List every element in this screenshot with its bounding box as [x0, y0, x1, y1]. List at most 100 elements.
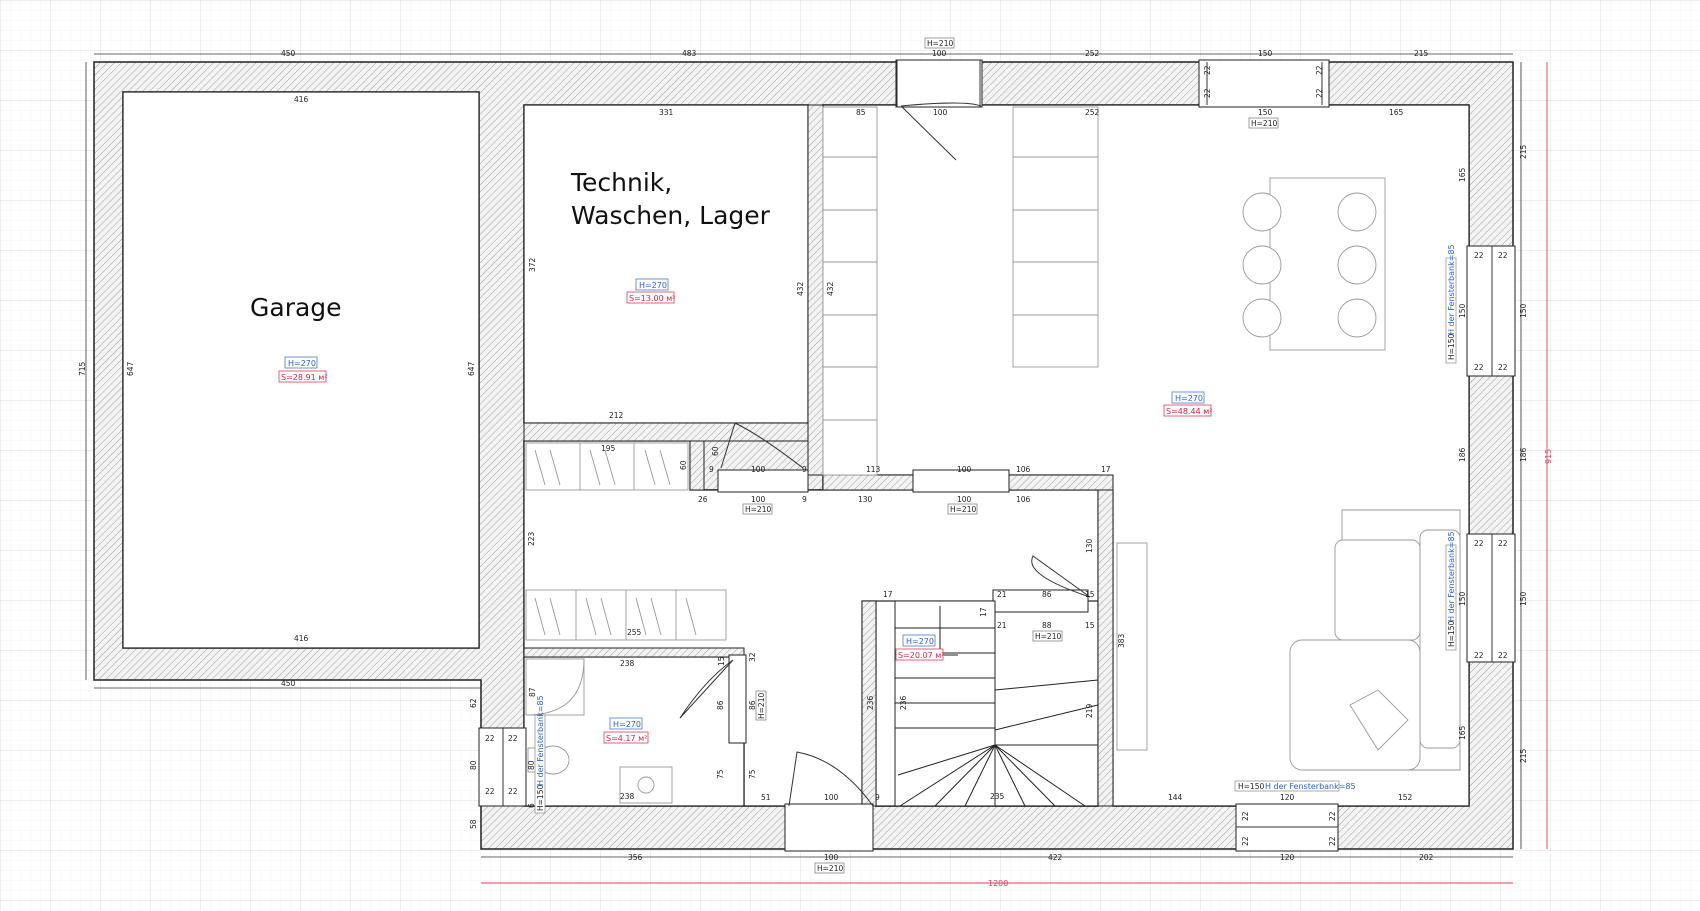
- tag-door-bath: H=210: [757, 693, 766, 719]
- dim-label: 165: [1389, 108, 1404, 117]
- wall-segment: [689, 440, 705, 491]
- dim-label: 22: [1474, 251, 1484, 260]
- sill-right-upper-height: H=150: [1447, 334, 1456, 360]
- dim-label: 130: [858, 495, 873, 504]
- dim-label: 15: [717, 656, 726, 666]
- tag-door-technik: H=210: [745, 505, 771, 514]
- dim-label: 100: [957, 495, 972, 504]
- dim-label: 60: [679, 460, 688, 470]
- dim-label: 32: [748, 652, 757, 662]
- dim-label: 75: [716, 769, 725, 779]
- dim-label: 144: [1168, 793, 1183, 802]
- total-width-label: 1200: [988, 879, 1008, 888]
- dim-label: 15: [1085, 621, 1095, 630]
- dim-label: 372: [528, 257, 537, 272]
- dim-label: 86: [1042, 590, 1052, 599]
- dim-label: 186: [1519, 447, 1528, 462]
- dim-label: 223: [527, 531, 536, 546]
- sill-right-upper-label: H der Fensterbank=85: [1447, 244, 1456, 335]
- sill-right-lower-height: H=150: [1447, 621, 1456, 647]
- dim-label: 9: [709, 465, 714, 474]
- dim-label: 238: [620, 659, 635, 668]
- dim-label: 88: [1042, 621, 1052, 630]
- openings: [478, 59, 1516, 852]
- sill-bath-height: H=150: [536, 785, 545, 811]
- dim-label: 252: [1085, 49, 1100, 58]
- dim-label: 106: [1016, 495, 1031, 504]
- tag-window-top: H=210: [1251, 119, 1277, 128]
- room-name-garage: Garage: [250, 293, 342, 322]
- dim-label: 100: [932, 49, 947, 58]
- dim-label: 22: [1203, 65, 1212, 75]
- dim-label: 432: [826, 281, 835, 296]
- dim-label: 22: [1328, 811, 1337, 821]
- dim-label: 86: [748, 700, 757, 710]
- dim-label: 219: [1085, 703, 1094, 718]
- dim-label: 22: [1498, 363, 1508, 372]
- dimension-lines: [85, 53, 1522, 858]
- wall-segment: [523, 422, 809, 442]
- technik-area: S=13.00 м²: [629, 294, 675, 303]
- dim-label: 165: [1458, 725, 1467, 740]
- garage-area: S=28.91 м²: [281, 373, 327, 382]
- dimension-labels: 450 483 100 252 150 215 416 416 647 647 …: [78, 49, 1553, 888]
- dim-label: 120: [1280, 853, 1295, 862]
- dim-label: 58: [469, 819, 478, 829]
- dim-label: 236: [866, 695, 875, 710]
- dim-label: 238: [620, 792, 635, 801]
- dim-label: 100: [957, 465, 972, 474]
- dim-label: 22: [1474, 363, 1484, 372]
- dim-label: 87: [528, 687, 537, 697]
- dim-label: 202: [1419, 853, 1434, 862]
- dim-label: 17: [1101, 465, 1111, 474]
- wall-segment: [807, 104, 824, 476]
- tag-door-top: H=210: [927, 39, 953, 48]
- dim-label: 647: [126, 361, 135, 376]
- dim-label: 21: [997, 590, 1007, 599]
- dim-label: 100: [751, 465, 766, 474]
- door-swings: [502, 60, 1493, 828]
- dim-label: 22: [1315, 65, 1324, 75]
- staircase: [894, 600, 1099, 807]
- dim-label: 17: [883, 590, 893, 599]
- wall-segment: [523, 647, 745, 658]
- dim-label: 100: [751, 495, 766, 504]
- dim-label: 100: [933, 108, 948, 117]
- hall-height: H=270: [906, 637, 934, 646]
- dim-label: 422: [1048, 853, 1063, 862]
- dim-label: 75: [748, 769, 757, 779]
- dim-label: 22: [1328, 836, 1337, 846]
- sill-bottom-label: H der Fensterbank=85: [1265, 782, 1356, 791]
- wall-segment: [1097, 489, 1114, 807]
- tag-door-bottom: H=210: [817, 864, 843, 873]
- tag-door-stair: H=210: [1035, 632, 1061, 641]
- dim-label: 60: [711, 446, 720, 456]
- dim-label: 416: [294, 95, 309, 104]
- dim-label: 150: [1519, 303, 1528, 318]
- room-badges: H=270 S=28.91 м² H=270 S=13.00 м² H=270 …: [278, 278, 1212, 744]
- dim-label: 22: [485, 734, 495, 743]
- dim-label: 17: [979, 607, 988, 617]
- dim-label: 22: [1498, 539, 1508, 548]
- dim-label: 483: [682, 49, 697, 58]
- sill-right-lower-label: H der Fensterbank=85: [1447, 531, 1456, 622]
- dim-label: 22: [1203, 88, 1212, 98]
- dim-label: 212: [609, 411, 624, 420]
- dim-label: 236: [899, 695, 908, 710]
- living-sofa: [1116, 509, 1461, 771]
- dim-label: 356: [628, 853, 643, 862]
- hall-shelves: [525, 442, 727, 641]
- dim-label: 432: [796, 281, 805, 296]
- technik-height: H=270: [639, 281, 667, 290]
- dim-label: 647: [467, 361, 476, 376]
- total-height-label: 915: [1544, 449, 1553, 464]
- dim-label: 86: [716, 700, 725, 710]
- dim-label: 80: [469, 760, 478, 770]
- dim-label: 150: [1258, 108, 1273, 117]
- dim-label: 22: [1498, 651, 1508, 660]
- living-area: S=48.44 м²: [1166, 407, 1212, 416]
- dim-label: 100: [824, 793, 839, 802]
- dim-label: 165: [1458, 167, 1467, 182]
- dim-label: 150: [1258, 49, 1273, 58]
